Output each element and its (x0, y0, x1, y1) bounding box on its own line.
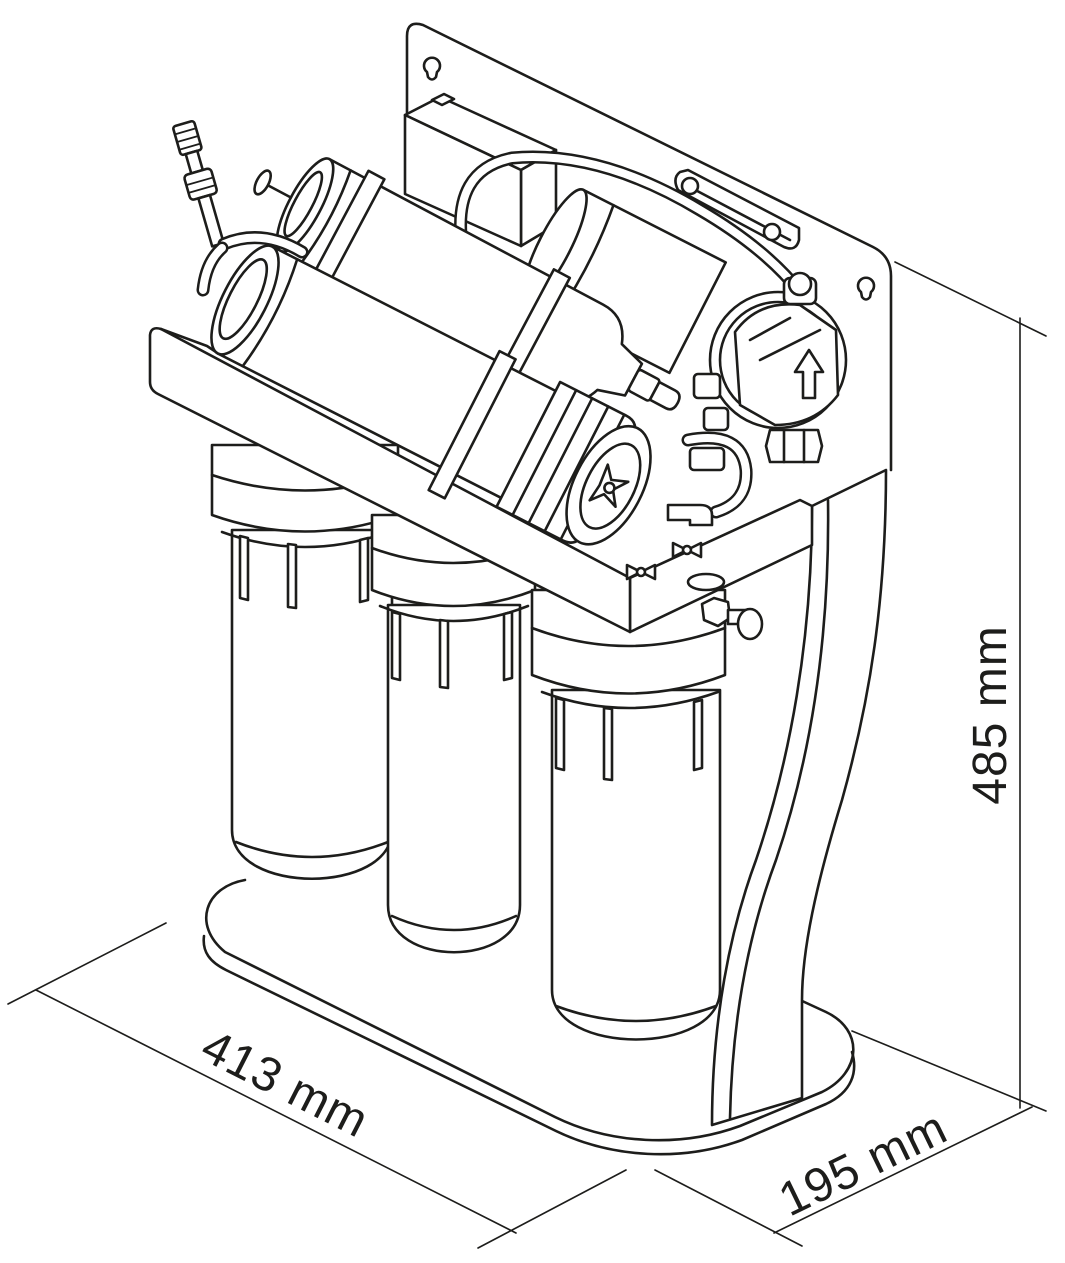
support-tray (148, 326, 814, 634)
keyhole-right (856, 276, 876, 301)
outlet-knob (736, 607, 764, 641)
housing-clip (427, 349, 517, 500)
arrow-up-icon (793, 348, 825, 400)
keyhole-left (422, 56, 442, 81)
tube-right (666, 431, 753, 527)
screw-icon (680, 176, 700, 196)
outlet-fitting (700, 596, 764, 641)
pump-side-fitting (692, 372, 722, 400)
inlet-fitting (172, 119, 226, 248)
pump-outlet-nut (764, 428, 824, 464)
depth-dimension-label: 195 mm (771, 1101, 956, 1227)
base-plate (202, 878, 856, 1156)
filter-housing-right (530, 588, 727, 1041)
check-valve (688, 446, 726, 472)
booster-pump (692, 271, 848, 464)
wing-nut (625, 563, 657, 581)
tube-left (196, 231, 309, 297)
filter-housing-left (210, 443, 400, 881)
screw-icon (762, 222, 782, 242)
elbow-fitting (666, 503, 714, 527)
tray-slot (686, 572, 726, 592)
side-plate (710, 468, 888, 1127)
bleed-knob (253, 169, 273, 196)
tube-top (454, 150, 807, 299)
height-dimension-label: 485 mm (964, 625, 1017, 804)
dimension-height: 485 mm (851, 261, 1047, 1112)
wing-nut (671, 541, 703, 559)
mounting-strap (674, 168, 801, 250)
membrane-housing (210, 244, 652, 546)
filter-housing-middle (370, 513, 537, 954)
